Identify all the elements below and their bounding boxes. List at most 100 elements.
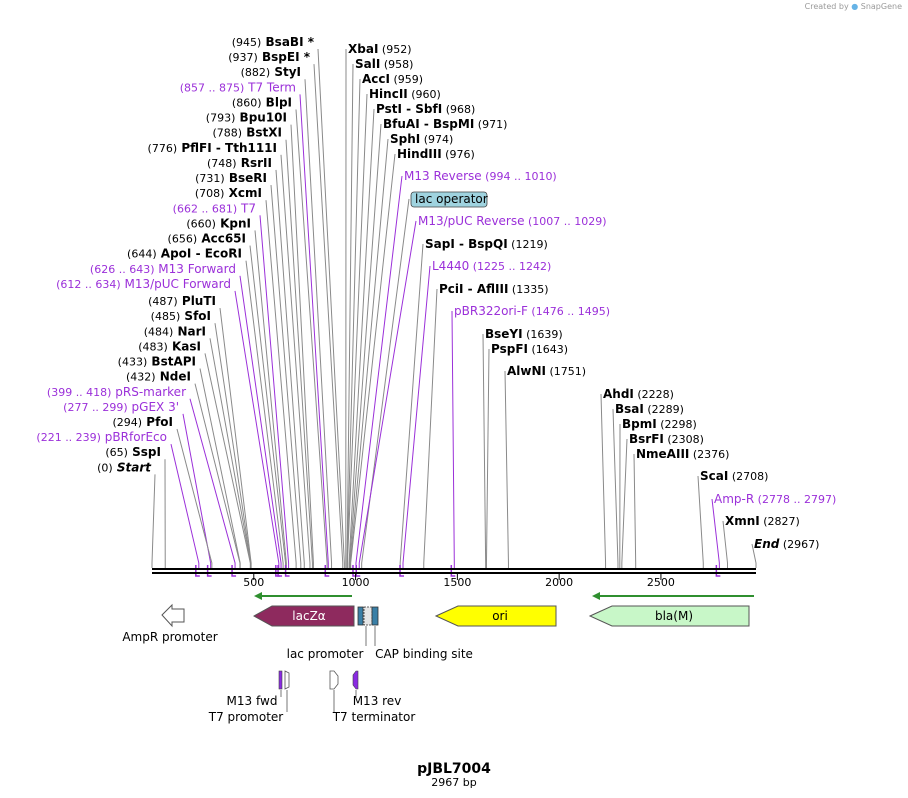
label-part: L4440 bbox=[432, 259, 469, 273]
feature-label: (221 .. 239) pBRforEco bbox=[36, 430, 167, 444]
feature-label: (857 .. 875) T7 Term bbox=[180, 80, 296, 94]
label-part: (484) bbox=[144, 325, 174, 338]
label-separator: - bbox=[420, 117, 433, 131]
label-part: (857 .. 875) bbox=[180, 81, 245, 94]
enzyme-label: (860) BlpI bbox=[232, 95, 292, 109]
label-part: PstI bbox=[376, 102, 402, 116]
enzyme-label: (65) SspI bbox=[105, 445, 161, 459]
t7-promoter-feature[interactable] bbox=[284, 670, 290, 690]
label-part: (945) bbox=[232, 36, 262, 49]
leader-line bbox=[451, 310, 455, 568]
bla-feature[interactable]: bla(M) bbox=[588, 605, 750, 627]
leader-line bbox=[189, 398, 236, 568]
leader-line bbox=[621, 438, 628, 568]
enzyme-label: (656) Acc65I bbox=[168, 232, 246, 246]
m13-fwd-primer[interactable] bbox=[278, 670, 283, 690]
feature-label: (626 .. 643) M13 Forward bbox=[90, 262, 236, 276]
enzyme-label: PstI - SbfI (968) bbox=[376, 102, 475, 116]
label-part: (0) bbox=[97, 461, 113, 474]
label-part: T7 Term bbox=[244, 80, 296, 94]
label-part: (487) bbox=[148, 295, 178, 308]
label-part: (433) bbox=[118, 356, 148, 369]
t7-terminator-feature[interactable] bbox=[329, 670, 339, 690]
leader-line bbox=[254, 230, 287, 568]
label-part: BsaBI bbox=[261, 35, 303, 49]
leader-line bbox=[348, 108, 375, 568]
label-part: AccI bbox=[362, 72, 390, 86]
enzyme-label: (793) Bpu10I bbox=[206, 111, 287, 125]
leader-line bbox=[170, 444, 200, 568]
enzyme-label: BfuAI - BspMI (971) bbox=[383, 117, 507, 131]
label-part: NdeI bbox=[156, 370, 191, 384]
enzyme-label: (945) BsaBI * bbox=[232, 35, 315, 49]
leader-line bbox=[350, 153, 396, 568]
label-part: (2308) bbox=[664, 433, 704, 446]
label-part: pBR322ori-F bbox=[454, 304, 528, 318]
label-separator: - bbox=[464, 282, 477, 296]
enzyme-label: (485) SfoI bbox=[151, 309, 211, 323]
label-part: (1751) bbox=[546, 365, 586, 378]
leader-line bbox=[423, 288, 438, 568]
enzyme-label: (294) PfoI bbox=[113, 415, 174, 429]
lac-promoter-feature[interactable] bbox=[357, 606, 379, 626]
label-separator: - bbox=[191, 247, 204, 261]
label-part: (2708) bbox=[728, 470, 768, 483]
label-part: (1639) bbox=[523, 328, 563, 341]
leader-line bbox=[313, 64, 344, 568]
ampr-promoter-feature[interactable] bbox=[161, 603, 185, 628]
feature-label: M13/pUC Reverse (1007 .. 1029) bbox=[418, 214, 607, 228]
label-part: (788) bbox=[212, 127, 242, 140]
lacz-label: lacZα bbox=[292, 609, 326, 623]
leader-line bbox=[485, 348, 490, 568]
enzyme-label: (882) StyI bbox=[241, 65, 301, 79]
t7-promoter-label: T7 promoter bbox=[208, 710, 284, 724]
feature-label: (612 .. 634) M13/pUC Forward bbox=[56, 277, 231, 291]
label-part: BseRI bbox=[225, 171, 267, 185]
label-part: (612 .. 634) bbox=[56, 278, 121, 291]
enzyme-label: (708) XcmI bbox=[195, 186, 262, 200]
enzyme-label: (433) BstAPI bbox=[118, 355, 196, 369]
label-part: (483) bbox=[138, 340, 168, 353]
plasmid-name: pJBL7004 bbox=[417, 761, 491, 777]
leader-line bbox=[290, 124, 314, 568]
snapgene-logo-icon: ● bbox=[851, 2, 859, 11]
enzyme-label: BsaI (2289) bbox=[615, 402, 684, 416]
label-part: PfoI bbox=[142, 415, 173, 429]
enzyme-label: (0) Start bbox=[97, 460, 152, 474]
leader-line bbox=[711, 498, 720, 568]
label-part: BspMI bbox=[433, 117, 474, 131]
label-part: BlpI bbox=[262, 95, 293, 109]
label-part: End bbox=[754, 537, 780, 551]
enzyme-label: (776) PflFI - Tth111I bbox=[148, 141, 277, 155]
lacZ-direction-arrow bbox=[254, 592, 352, 600]
label-part: BfuAI bbox=[383, 117, 420, 131]
enzyme-label: BseYI (1639) bbox=[485, 327, 563, 341]
label-part: (656) bbox=[168, 233, 198, 246]
leader-line bbox=[600, 393, 607, 568]
label-part: PflFI bbox=[177, 141, 212, 155]
label-part: (974) bbox=[420, 133, 453, 146]
label-separator: - bbox=[212, 141, 225, 155]
label-part: (971) bbox=[474, 118, 507, 131]
plasmid-length: 2967 bp bbox=[431, 776, 476, 789]
leader-line bbox=[239, 275, 282, 568]
m13-rev-label: M13 rev bbox=[353, 694, 402, 708]
enzyme-label: HincII (960) bbox=[369, 87, 441, 101]
ruler-tick-label: 2500 bbox=[647, 576, 675, 589]
label-separator: - bbox=[402, 102, 415, 116]
label-part: NarI bbox=[173, 324, 206, 338]
leader-line bbox=[280, 154, 311, 568]
leader-line bbox=[270, 185, 302, 568]
label-part: pRS-marker bbox=[111, 385, 186, 399]
ori-feature[interactable]: ori bbox=[434, 605, 557, 627]
feature-label: L4440 (1225 .. 1242) bbox=[432, 259, 551, 273]
label-part: BpmI bbox=[622, 417, 657, 431]
label-part: BspEI bbox=[258, 50, 300, 64]
label-part: (748) bbox=[207, 157, 237, 170]
label-part: SfoI bbox=[180, 309, 211, 323]
label-part: (958) bbox=[380, 58, 413, 71]
m13-rev-primer[interactable] bbox=[352, 670, 359, 690]
lacz-feature[interactable]: lacZα bbox=[252, 605, 355, 627]
leader-line bbox=[249, 245, 287, 568]
enzyme-label: (731) BseRI bbox=[195, 171, 267, 185]
